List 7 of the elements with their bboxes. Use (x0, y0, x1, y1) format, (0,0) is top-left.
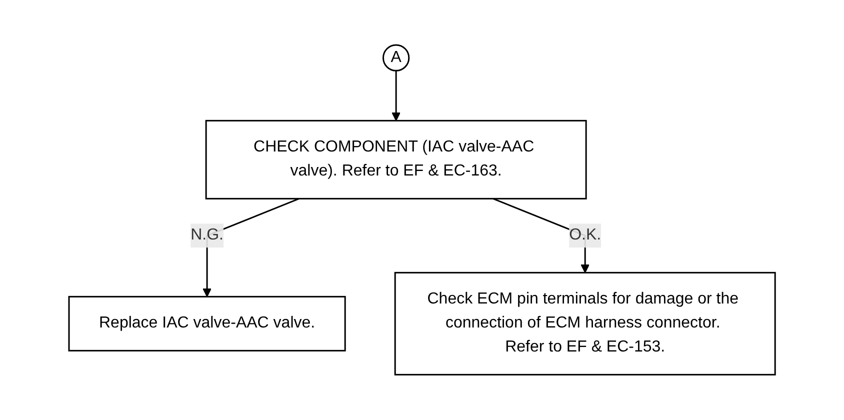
edge-label: N.G. (190, 226, 224, 244)
node-circle: A (382, 44, 410, 72)
node-box: CHECK COMPONENT (IAC valve-AAC valve). Refer to EF & EC-163. (205, 120, 587, 200)
arrow (392, 70, 400, 122)
edge-label: O.K. (569, 226, 602, 244)
node-box: Replace IAC valve-AAC valve. (68, 296, 346, 352)
node-box: Check ECM pin terminals for damage or the connection of ECM harness connector. Refer to EF & EC-153. (394, 272, 776, 376)
